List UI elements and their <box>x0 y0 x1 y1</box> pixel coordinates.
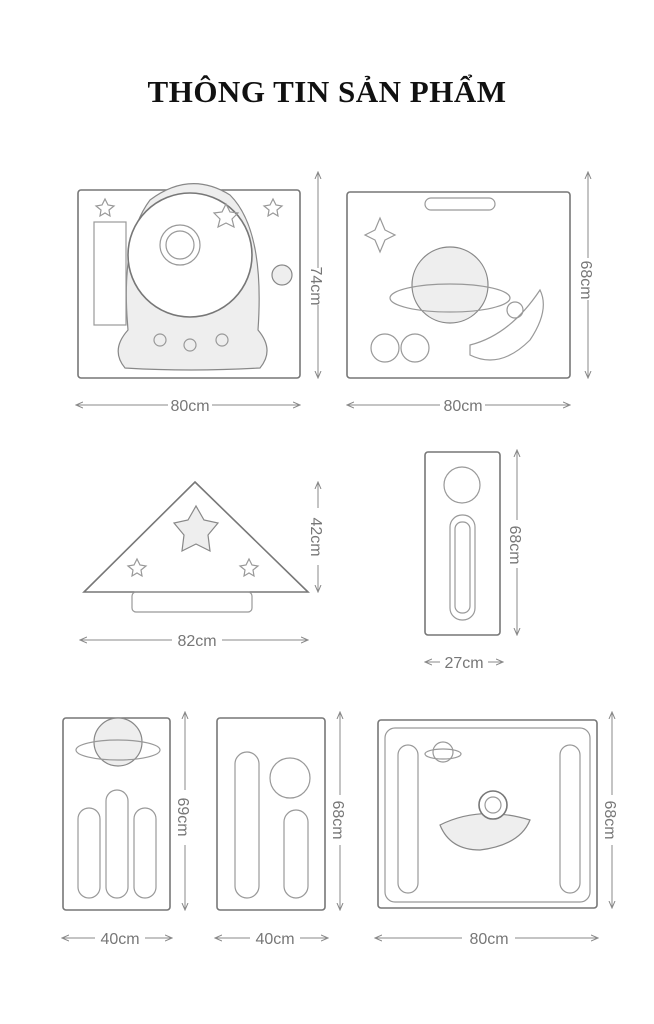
page-title: THÔNG TIN SẢN PHẨM <box>147 74 507 109</box>
moon-slot-panel <box>216 717 326 911</box>
planet-panel <box>346 191 571 379</box>
dimension-width: 80cm <box>76 398 300 415</box>
dimension-height: 68cm <box>601 712 618 908</box>
dimension-height: 42cm <box>307 482 324 592</box>
dimension-label: 68cm <box>329 800 346 839</box>
narrow-panel <box>424 451 501 636</box>
dimension-label: 82cm <box>177 633 216 650</box>
dimension-width: 80cm <box>347 398 570 415</box>
dimension-height: 69cm <box>174 712 191 910</box>
dimension-label: 40cm <box>255 931 294 948</box>
dimension-label: 80cm <box>469 931 508 948</box>
rocket-door-panel <box>77 183 301 379</box>
dimension-label: 80cm <box>170 398 209 415</box>
dimension-width: 40cm <box>62 931 172 948</box>
dimension-label: 42cm <box>307 517 324 556</box>
dimension-width: 80cm <box>375 931 598 948</box>
dimension-height: 68cm <box>329 712 346 910</box>
dimension-width: 27cm <box>425 655 503 672</box>
dimension-label: 69cm <box>174 797 191 836</box>
dimension-height: 74cm <box>307 172 324 378</box>
dimension-label: 68cm <box>577 260 594 299</box>
planet-slot-panel <box>62 717 171 911</box>
astronaut-rocket-panel <box>377 719 598 909</box>
dimension-label: 40cm <box>100 931 139 948</box>
dimension-width: 40cm <box>215 931 328 948</box>
dimension-label: 68cm <box>601 800 618 839</box>
dimension-height: 68cm <box>577 172 594 378</box>
dimension-label: 68cm <box>506 525 523 564</box>
dimension-label: 27cm <box>444 655 483 672</box>
dimension-label: 74cm <box>307 266 324 305</box>
dimension-height: 68cm <box>506 450 523 635</box>
triangle-corner-panel <box>82 480 310 613</box>
dimension-width: 82cm <box>80 633 308 650</box>
dimension-label: 80cm <box>443 398 482 415</box>
